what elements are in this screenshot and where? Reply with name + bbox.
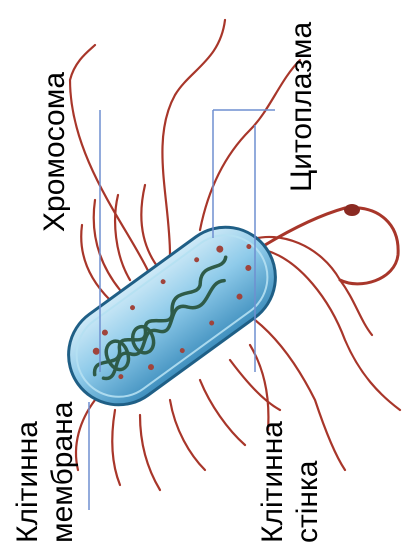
flagellum xyxy=(112,410,120,485)
flagellum xyxy=(140,415,160,490)
label-cell-wall-line1: Клітинна xyxy=(256,421,289,543)
flagellum-long xyxy=(265,208,398,284)
flagellum xyxy=(115,195,130,280)
flagellum-tip xyxy=(344,204,360,216)
label-chromosome: Хромосома xyxy=(38,72,71,232)
flagellum xyxy=(265,250,400,410)
flagellum xyxy=(141,185,160,270)
flagellum xyxy=(162,20,225,255)
flagellum xyxy=(200,380,245,445)
label-cell-membrane-line2: мембрана xyxy=(46,401,79,543)
flagellum xyxy=(170,400,205,470)
label-cytoplasm: Цитоплазма xyxy=(285,21,318,192)
label-cell-membrane-line1: Клітинна xyxy=(11,421,44,543)
label-cell-wall-line2: стінка xyxy=(291,460,324,543)
